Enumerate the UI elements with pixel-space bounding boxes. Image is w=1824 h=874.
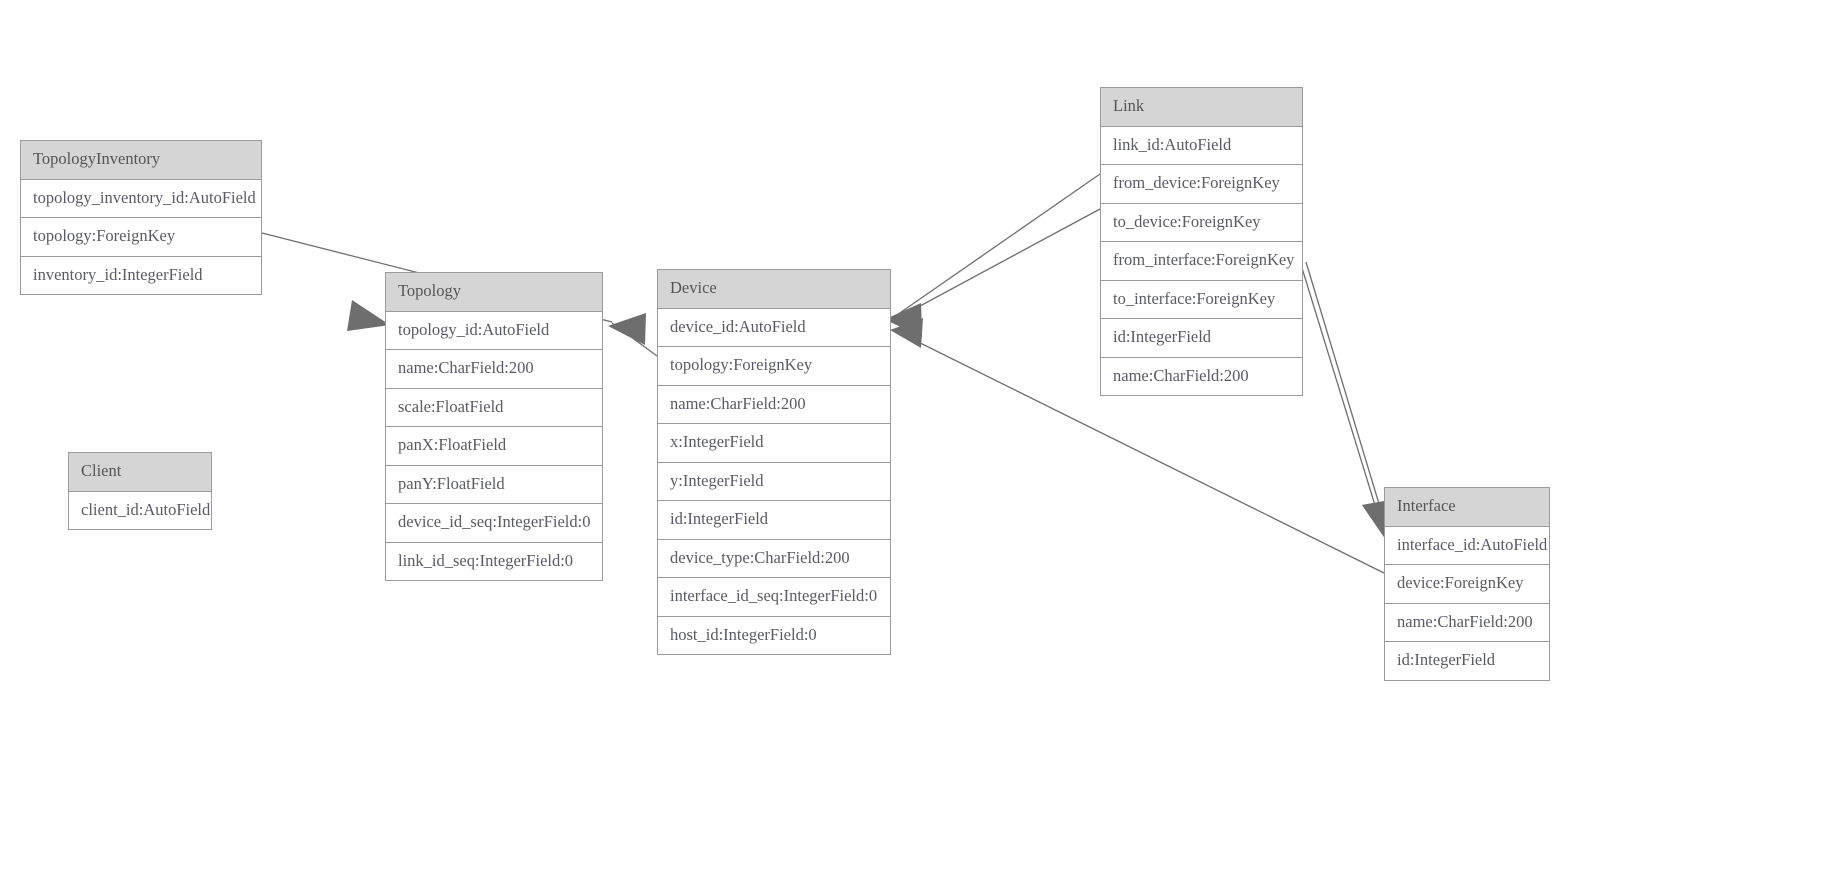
entity-field: link_id:AutoField [1101,127,1302,165]
entity-field: client_id:AutoField [81,499,211,519]
entity-field: topology_id:AutoField [386,312,602,350]
entity-field: from_device:ForeignKey [1101,165,1302,204]
entity-title-topologyinventory: TopologyInventory [21,141,261,180]
entity-field: interface_id_seq:IntegerField:0 [658,578,890,617]
edge-arrowhead [888,303,922,333]
edge-link-from-device-to-device [888,173,1101,333]
edge-device-to-topology [608,313,658,357]
entity-title-topology: Topology [386,273,602,312]
entity-field: device_id_seq:IntegerField:0 [386,504,602,543]
entity-field: topology:ForeignKey [658,347,890,386]
entity-field: id:IntegerField [1397,650,1496,669]
entity-field: panY:FloatField [386,466,602,504]
entity-field: y:IntegerField [658,463,890,501]
entity-field: inventory_id:IntegerField [33,264,203,284]
entity-field: panX:FloatField [386,427,602,466]
entity-field: device_type:CharField:200 [658,540,890,578]
edge-arrowhead [608,313,646,345]
entity-field: topology:ForeignKey [21,218,261,257]
entity-field: x:IntegerField [658,424,890,463]
edge-arrowhead [888,307,922,337]
entity-field: name:CharField:200 [1385,604,1549,642]
entity-title-link: Link [1101,88,1302,127]
entity-field: device_id:AutoField [658,309,890,347]
edge-link-to-interface-to-interface [1305,261,1390,540]
entity-field: device:ForeignKey [1385,565,1549,604]
entity-field: to_interface:ForeignKey [1101,281,1302,319]
entity-field: topology_inventory_id:AutoField [21,180,261,218]
entity-field: name:CharField:200 [658,386,890,424]
entity-title-interface: Interface [1385,488,1549,527]
entity-field: scale:FloatField [386,389,602,427]
edge-arrowhead [890,318,923,348]
edge-arrowhead [347,300,390,331]
entity-field: link_id_seq:IntegerField:0 [398,550,574,570]
entity-field: interface_id:AutoField [1385,527,1549,565]
entity-field: id:IntegerField [658,501,890,540]
entity-client[interactable]: Client client_id:AutoField [68,452,212,530]
edge-link-to-device-to-device [888,208,1101,337]
edge-link-from-interface-to-interface [1297,254,1390,540]
entity-field: name:CharField:200 [386,350,602,389]
entity-field: id:IntegerField [1101,319,1302,358]
entity-field: name:CharField:200 [1113,365,1249,385]
entity-title-client: Client [69,453,211,492]
entity-field: host_id:IntegerField:0 [670,624,817,644]
entity-field: from_interface:ForeignKey [1101,242,1302,281]
entity-field: to_device:ForeignKey [1101,204,1302,242]
entity-title-device: Device [658,270,890,309]
